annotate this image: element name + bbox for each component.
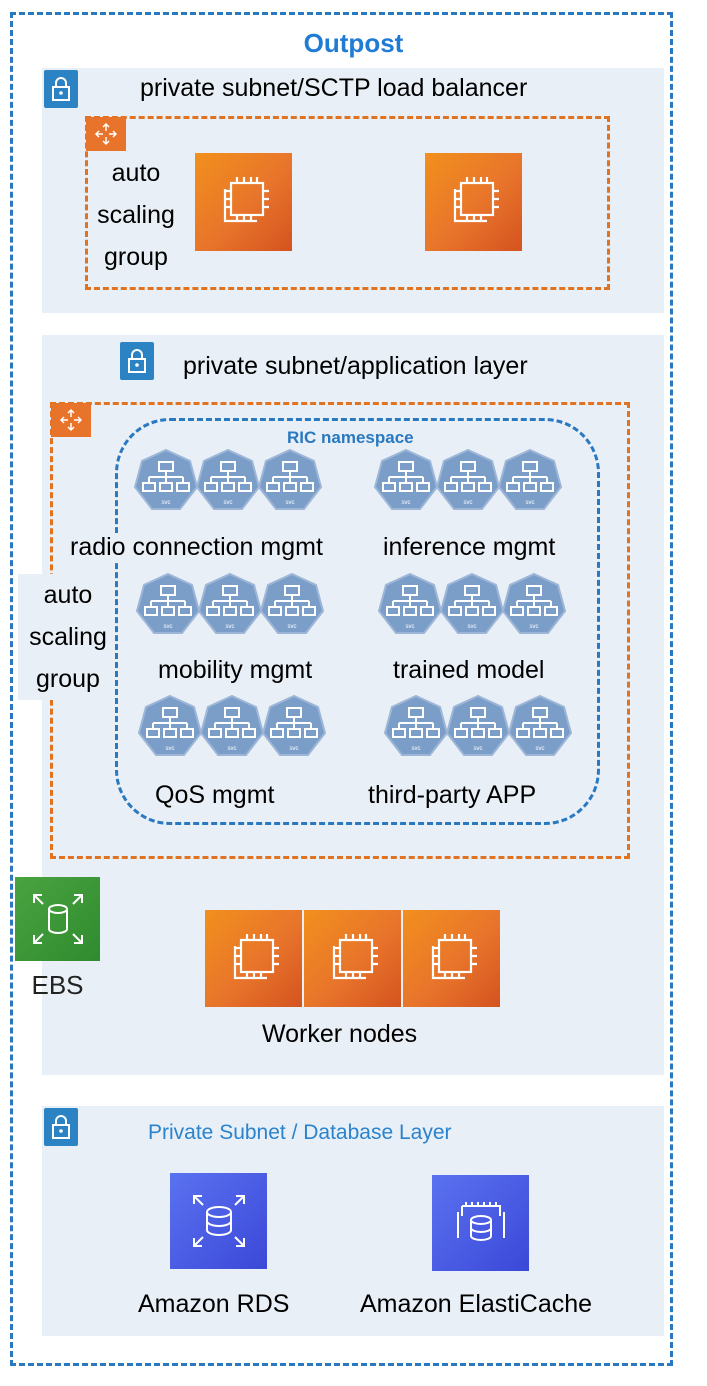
svc-group-label: trained model [393, 656, 545, 684]
outpost-boundary [10, 12, 673, 1366]
svg-text:svc: svc [162, 500, 171, 506]
svg-text:svc: svc [474, 746, 483, 752]
lb-subnet-label: private subnet/SCTP load balancer [140, 74, 528, 102]
kubernetes-svc-icon: svc [136, 573, 200, 634]
ec2-instance-icon [205, 910, 302, 1007]
ric-namespace-title: RIC namespace [287, 428, 414, 447]
kubernetes-svc-icon: svc [502, 573, 566, 634]
kubernetes-svc-icon: svc [200, 695, 264, 756]
svg-text:svc: svc [166, 746, 175, 752]
ebs-label: EBS [31, 970, 84, 1000]
svg-text:svc: svc [224, 500, 233, 506]
lock-icon [120, 342, 154, 380]
svg-text:svc: svc [164, 624, 173, 630]
svg-text:svc: svc [286, 500, 295, 506]
lock-icon [44, 70, 78, 108]
svg-text:svc: svc [406, 624, 415, 630]
kubernetes-svc-icon: svc [198, 573, 262, 634]
rds-label: Amazon RDS [138, 1290, 290, 1318]
svc-group-label: third-party APP [368, 781, 537, 810]
lb-subnet [42, 68, 664, 313]
rds-database-icon [170, 1173, 267, 1269]
svg-text:svc: svc [536, 746, 545, 752]
asg-label-line: group [104, 243, 168, 271]
svc-group-label: inference mgmt [383, 533, 556, 562]
kubernetes-svc-icon: svc [262, 695, 326, 756]
svc-group-label: mobility mgmt [158, 656, 313, 684]
svc-group-third-party: svc svc svc [383, 694, 572, 760]
app-subnet-label: private subnet/application layer [183, 352, 528, 380]
kubernetes-svc-icon: svc [134, 449, 198, 510]
outpost-title: Outpost [303, 28, 404, 58]
ebs-volume-icon [15, 877, 100, 961]
worker-nodes-label: Worker nodes [262, 1020, 418, 1048]
kubernetes-svc-icon: svc [436, 449, 500, 510]
kubernetes-svc-icon: svc [446, 695, 510, 756]
svc-group-trained-model: svc svc svc [377, 572, 566, 638]
lb-asg-label: auto scaling group [88, 152, 184, 278]
kubernetes-svc-icon: svc [196, 449, 260, 510]
svg-text:svc: svc [526, 500, 535, 506]
kubernetes-svc-icon: svc [384, 695, 448, 756]
ec2-instance-icon [304, 910, 401, 1007]
svg-text:svc: svc [226, 624, 235, 630]
ec2-instance-icon [425, 153, 522, 251]
ric-namespace-boundary [115, 418, 600, 825]
kubernetes-svc-icon: svc [498, 449, 562, 510]
svg-text:svc: svc [412, 746, 421, 752]
lock-icon [44, 1108, 78, 1146]
svc-group-radio-connection: svc svc svc [133, 448, 322, 514]
kubernetes-svc-icon: svc [260, 573, 324, 634]
svg-text:svc: svc [402, 500, 411, 506]
svg-text:svc: svc [288, 624, 297, 630]
asg-label-line: auto [111, 159, 161, 187]
kubernetes-svc-icon: svc [374, 449, 438, 510]
lb-asg-boundary [85, 116, 610, 290]
ec2-instance-icon [403, 910, 500, 1007]
elasticache-icon [432, 1175, 529, 1271]
kubernetes-svc-icon: svc [508, 695, 572, 756]
svg-text:svc: svc [464, 500, 473, 506]
auto-scaling-icon [51, 403, 91, 437]
svc-group-inference: svc svc svc [373, 448, 562, 514]
kubernetes-svc-icon: svc [378, 573, 442, 634]
asg-label-line: auto [43, 581, 93, 609]
auto-scaling-icon [86, 117, 126, 151]
kubernetes-svc-icon: svc [440, 573, 504, 634]
svg-text:svc: svc [290, 746, 299, 752]
asg-label-line: group [36, 665, 100, 693]
svg-text:svc: svc [468, 624, 477, 630]
svc-group-mobility: svc svc svc [135, 572, 324, 638]
svg-text:svc: svc [530, 624, 539, 630]
db-subnet [42, 1106, 664, 1336]
svc-group-label: QoS mgmt [155, 781, 275, 809]
db-subnet-label: Private Subnet / Database Layer [148, 1121, 452, 1144]
asg-label-line: scaling [97, 201, 175, 229]
asg-label-line: scaling [29, 623, 107, 651]
svg-text:svc: svc [228, 746, 237, 752]
elasticache-label: Amazon ElastiCache [360, 1290, 593, 1318]
ec2-instance-icon [195, 153, 292, 251]
kubernetes-svc-icon: svc [138, 695, 202, 756]
app-asg-label: auto scaling group [18, 574, 118, 700]
kubernetes-svc-icon: svc [258, 449, 322, 510]
svc-group-label: radio connection mgmt [70, 533, 323, 562]
svc-group-qos: svc svc svc [137, 694, 326, 760]
